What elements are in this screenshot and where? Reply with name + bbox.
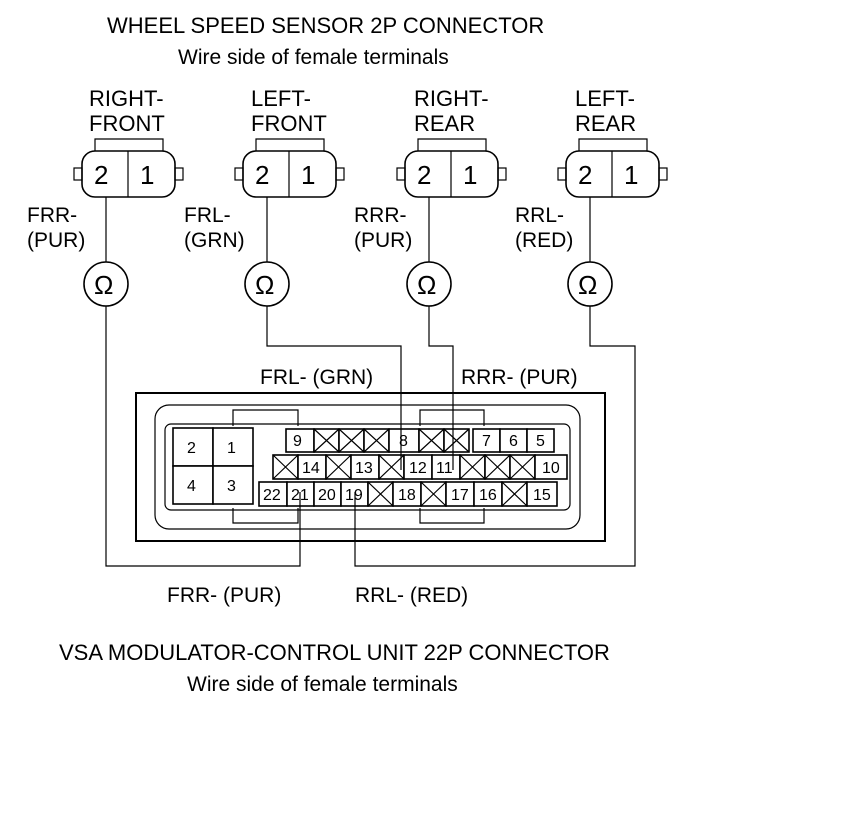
- pin-label-1: 1: [227, 440, 236, 457]
- wire-label-line2: (RED): [515, 229, 573, 252]
- top-subtitle: Wire side of female terminals: [178, 46, 449, 69]
- lead-frl: [266, 306, 402, 452]
- pin-label-13: 13: [355, 460, 373, 477]
- lead-frr: [105, 306, 301, 567]
- connector-tab-right: [174, 167, 184, 181]
- wire-label-frl: FRL- (GRN): [260, 366, 373, 389]
- wire-label-line2: (PUR): [27, 229, 85, 252]
- bottom-subtitle: Wire side of female terminals: [187, 673, 458, 696]
- sensor-label-line2: FRONT: [89, 111, 165, 136]
- connector-latch: [578, 138, 648, 151]
- wire-label-line2: (GRN): [184, 229, 245, 252]
- connector-key-top-left: [232, 409, 299, 426]
- connector-latch: [94, 138, 164, 151]
- sensor-label-line1: LEFT-: [251, 86, 311, 111]
- sensor-right-front: RIGHT- FRONT 2 1 FRR- (PUR) Ω: [27, 86, 184, 307]
- pin-label-6: 6: [509, 433, 518, 450]
- ohm-symbol: Ω: [94, 270, 113, 300]
- pin-label-9: 9: [293, 433, 302, 450]
- top-title: WHEEL SPEED SENSOR 2P CONNECTOR: [107, 13, 544, 38]
- sensor-label-line1: LEFT-: [575, 86, 635, 111]
- wire-label-line1: RRL-: [515, 204, 564, 227]
- connector-key-bottom-right: [419, 508, 485, 524]
- pin-label-22: 22: [263, 487, 281, 504]
- pin-label-18: 18: [398, 487, 416, 504]
- connector-key-bottom-left: [232, 508, 299, 524]
- pin-label-17: 17: [451, 487, 469, 504]
- connector-shell: [154, 404, 581, 530]
- connector-tab-right: [335, 167, 345, 181]
- wire-label-frr: FRR- (PUR): [167, 584, 281, 607]
- lead-rrr: [428, 306, 454, 452]
- sensor-label-line2: REAR: [414, 111, 475, 136]
- lead-rrl: [354, 306, 636, 567]
- pin-row-middle: 14 13 12 11 10: [272, 454, 568, 480]
- pin-label-4: 4: [187, 478, 196, 495]
- pin-1: 1: [140, 160, 154, 190]
- connector-latch: [417, 138, 487, 151]
- pin-label-10: 10: [542, 460, 560, 477]
- pin-row-top: 9 8 7 6 5: [285, 428, 555, 453]
- pin-1: 1: [301, 160, 315, 190]
- wire-label-line1: FRL-: [184, 204, 231, 227]
- sensor-label-line2: FRONT: [251, 111, 327, 136]
- pin-2: 2: [578, 160, 592, 190]
- sensor-right-rear: RIGHT- REAR 2 1 RRR- (PUR) Ω: [354, 86, 507, 307]
- connector-latch: [255, 138, 325, 151]
- pin-label-20: 20: [318, 487, 336, 504]
- connector-tab-left: [557, 167, 567, 181]
- wire-label-rrl: RRL- (RED): [355, 584, 468, 607]
- connector-tab-left: [396, 167, 406, 181]
- vsa-22p-connector: 2 1 4 3 9 8 7 6 5: [135, 392, 606, 542]
- wire-label-line1: FRR-: [27, 204, 77, 227]
- connector-outer-frame: [135, 392, 606, 542]
- ohm-symbol: Ω: [255, 270, 274, 300]
- pin-label-2: 2: [187, 440, 196, 457]
- pin-label-12: 12: [409, 460, 427, 477]
- sensor-label-line1: RIGHT-: [414, 86, 489, 111]
- pin-label-11: 11: [436, 460, 453, 477]
- pin-label-16: 16: [479, 487, 497, 504]
- sensor-left-rear: LEFT- REAR 2 1 RRL- (RED) Ω: [515, 86, 668, 307]
- wire-label-line2: (PUR): [354, 229, 412, 252]
- pin-label-3: 3: [227, 478, 236, 495]
- pin-1: 1: [624, 160, 638, 190]
- pin-label-15: 15: [533, 487, 551, 504]
- sensor-label-line1: RIGHT-: [89, 86, 164, 111]
- pin-label-14: 14: [302, 460, 320, 477]
- connector-tab-right: [658, 167, 668, 181]
- pin-1: 1: [463, 160, 477, 190]
- connector-key-top-right: [419, 409, 485, 426]
- ohm-symbol: Ω: [417, 270, 436, 300]
- ohm-symbol: Ω: [578, 270, 597, 300]
- connector-inner: [164, 423, 571, 511]
- wire-label-line1: RRR-: [354, 204, 407, 227]
- pin-2: 2: [94, 160, 108, 190]
- pin-label-5: 5: [536, 433, 545, 450]
- pin-label-7: 7: [482, 433, 491, 450]
- pin-2: 2: [417, 160, 431, 190]
- pin-2: 2: [255, 160, 269, 190]
- test-leads: [105, 306, 636, 567]
- pin-row-bottom: 22 21 20 19 18 17 16 15: [258, 481, 558, 507]
- sensor-label-line2: REAR: [575, 111, 636, 136]
- pin-label-8: 8: [399, 433, 408, 450]
- sensor-left-front: LEFT- FRONT 2 1 FRL- (GRN) Ω: [184, 86, 345, 307]
- connector-tab-left: [234, 167, 244, 181]
- connector-tab-left: [73, 167, 83, 181]
- wire-label-rrr: RRR- (PUR): [461, 366, 578, 389]
- bottom-title: VSA MODULATOR-CONTROL UNIT 22P CONNECTOR: [59, 640, 610, 665]
- connector-tab-right: [497, 167, 507, 181]
- pin-label-19: 19: [345, 487, 363, 504]
